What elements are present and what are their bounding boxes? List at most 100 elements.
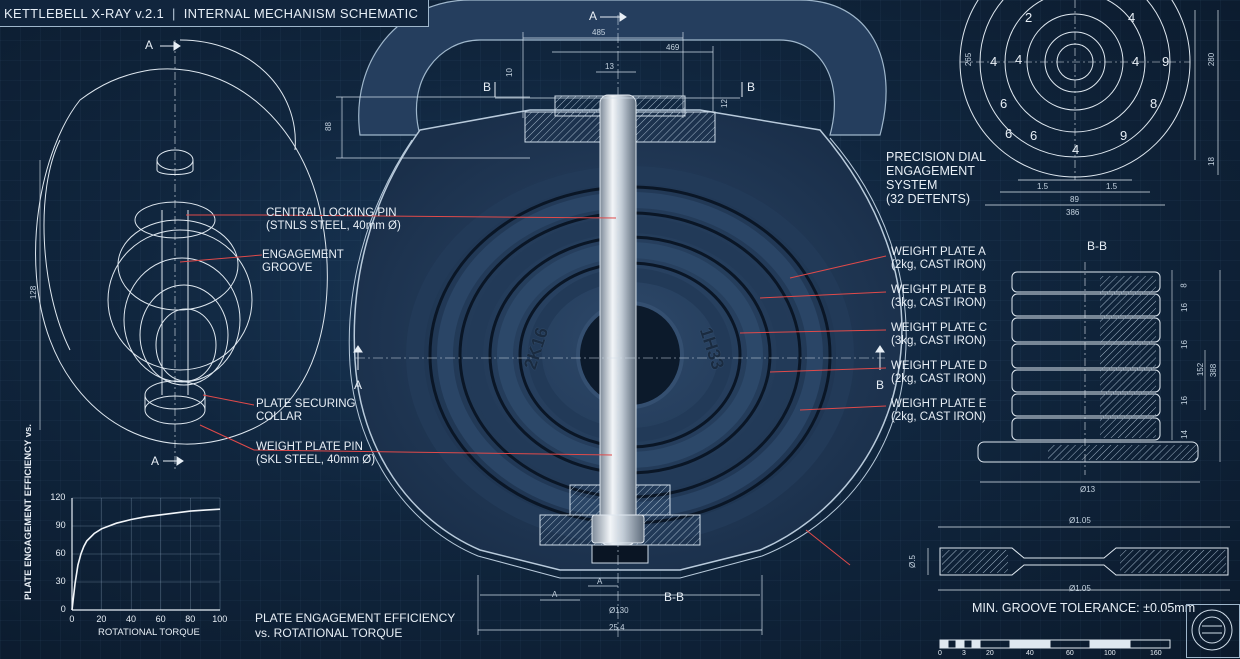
plate-b-title: WEIGHT PLATE B bbox=[891, 284, 987, 296]
callout-weight-plate-e: WEIGHT PLATE E (2kg, CAST IRON) bbox=[891, 398, 986, 424]
chart-y-tick-4: 120 bbox=[50, 492, 66, 502]
dim-15-b: 1.5 bbox=[1106, 182, 1118, 191]
plate-a-detail: (2kg, CAST IRON) bbox=[891, 259, 986, 271]
dim-105-a: Ø1.05 bbox=[1069, 516, 1091, 525]
section-marker-a-bottom-left: A bbox=[151, 454, 160, 468]
section-marker-a-mid-left: A bbox=[354, 378, 363, 392]
dim-105-b: Ø1.05 bbox=[1069, 584, 1091, 593]
callout-dial-line4: (32 DETENTS) bbox=[886, 192, 971, 206]
callout-weight-plate-a: WEIGHT PLATE A (2kg, CAST IRON) bbox=[891, 246, 986, 272]
callout-precision-dial: PRECISION DIAL ENGAGEMENT SYSTEM (32 DET… bbox=[886, 150, 986, 206]
dial-number-5: 9 bbox=[1162, 54, 1170, 69]
dial-number-4: 4 bbox=[1128, 10, 1136, 25]
plate-a-title: WEIGHT PLATE A bbox=[891, 246, 986, 258]
callout-engagement-groove: ENGAGEMENT GROOVE bbox=[262, 249, 344, 275]
dial-number-10: 6 bbox=[1030, 128, 1038, 143]
chart-y-tick-3: 90 bbox=[55, 520, 66, 530]
dial-number-2: 4 bbox=[1015, 52, 1023, 67]
header-title-bar: KETTLEBELL X-RAY v.2.1 | INTERNAL MECHAN… bbox=[0, 0, 430, 27]
bb-section-stack bbox=[977, 262, 1221, 483]
scale-tick-2: 20 bbox=[986, 650, 994, 657]
scale-tick-4: 60 bbox=[1066, 650, 1074, 657]
callout-groove-line1: ENGAGEMENT bbox=[262, 249, 344, 261]
callout-weight-plate-c: WEIGHT PLATE C (3kg, CAST IRON) bbox=[891, 322, 987, 348]
scale-tick-6: 160 bbox=[1150, 650, 1162, 657]
plate-c-detail: (3kg, CAST IRON) bbox=[891, 335, 986, 347]
plate-d-title: WEIGHT PLATE D bbox=[891, 360, 988, 372]
chart-y-tick-0: 0 bbox=[60, 604, 66, 614]
app-title: KETTLEBELL X-RAY v.2.1 bbox=[4, 5, 165, 21]
callout-central-pin-title: CENTRAL LOCKING PIN bbox=[266, 207, 397, 219]
callout-central-pin-detail: (STNLS STEEL, 40mm Ø) bbox=[266, 220, 401, 232]
chart-x-tick-2: 40 bbox=[126, 614, 137, 624]
callout-dial-line1: PRECISION DIAL bbox=[886, 150, 987, 164]
callout-dial-line3: SYSTEM bbox=[886, 178, 938, 192]
title-separator: | bbox=[172, 5, 176, 21]
section-marker-bb-bottom: B-B bbox=[664, 590, 685, 604]
chart-y-tick-1: 30 bbox=[55, 576, 66, 586]
callout-dial-line2: ENGAGEMENT bbox=[886, 164, 975, 178]
dial-number-1: 2 bbox=[1025, 10, 1033, 25]
callout-weight-pin-title: WEIGHT PLATE PIN bbox=[256, 441, 363, 453]
dim-469: 469 bbox=[666, 43, 680, 52]
chart-series-line-0 bbox=[71, 508, 221, 611]
scale-tick-0: 0 bbox=[938, 650, 942, 657]
callout-plate-securing-collar: PLATE SECURING COLLAR bbox=[256, 398, 355, 424]
callout-weight-pin-detail: (SKL STEEL, 40mm Ø) bbox=[256, 454, 376, 466]
precision-dial bbox=[959, 0, 1219, 206]
dim-a-left: A bbox=[552, 590, 558, 599]
scale-tick-3: 40 bbox=[1026, 650, 1034, 657]
chart-x-tick-0: 0 bbox=[69, 614, 75, 624]
chart-x-tick-1: 20 bbox=[96, 614, 107, 624]
scale-tick-1: 3 bbox=[962, 650, 966, 657]
chart-x-label: ROTATIONAL TORQUE bbox=[98, 627, 200, 638]
dim-13: 13 bbox=[605, 62, 614, 71]
scale-tick-5: 100 bbox=[1104, 650, 1116, 657]
dim-254: 25.4 bbox=[609, 623, 625, 632]
dial-number-9: 4 bbox=[1072, 142, 1080, 157]
chart-y-tick-2: 60 bbox=[55, 548, 66, 558]
logo-emblem bbox=[1191, 609, 1233, 651]
callout-collar-line2: COLLAR bbox=[256, 411, 303, 423]
app-subtitle: INTERNAL MECHANISM SCHEMATIC bbox=[183, 5, 419, 21]
dial-number-3: 4 bbox=[990, 54, 998, 69]
dial-number-12: 6 bbox=[1005, 126, 1013, 141]
chart-caption: PLATE ENGAGEMENT EFFICIENCY vs. ROTATION… bbox=[255, 611, 455, 641]
plate-d-detail: (2kg, CAST IRON) bbox=[891, 373, 986, 385]
dial-number-7: 8 bbox=[1150, 96, 1158, 111]
dial-number-11: 9 bbox=[1120, 128, 1128, 143]
section-title-bb: B-B bbox=[1087, 239, 1108, 253]
exploded-view bbox=[35, 39, 328, 470]
chart-y-label: PLATE ENGAGEMENT EFFICIENCY vs. bbox=[23, 424, 34, 600]
plate-b-detail: (3kg, CAST IRON) bbox=[891, 297, 986, 309]
chart-x-tick-5: 100 bbox=[212, 614, 228, 624]
dim-a-right: A bbox=[597, 577, 603, 586]
callout-weight-plate-d: WEIGHT PLATE D (2kg, CAST IRON) bbox=[891, 360, 987, 386]
section-marker-b-left: B bbox=[483, 80, 492, 94]
chart-caption-line1: PLATE ENGAGEMENT EFFICIENCY bbox=[255, 611, 456, 625]
groove-detail bbox=[927, 526, 1230, 591]
chart-caption-line2: vs. ROTATIONAL TORQUE bbox=[255, 626, 403, 640]
dim-15-a: 1.5 bbox=[1037, 182, 1049, 191]
section-marker-a-top-left: A bbox=[145, 38, 154, 52]
dial-number-6: 4 bbox=[1132, 54, 1140, 69]
dial-number-8: 6 bbox=[1000, 96, 1008, 111]
callout-weight-plate-pin: WEIGHT PLATE PIN (SKL STEEL, 40mm Ø) bbox=[256, 441, 375, 467]
dim-013: Ø13 bbox=[1080, 485, 1096, 494]
callout-weight-plate-b: WEIGHT PLATE B (3kg, CAST IRON) bbox=[891, 284, 986, 310]
dim-89: 89 bbox=[1070, 195, 1079, 204]
dim-485: 485 bbox=[592, 28, 606, 37]
section-marker-b-right: B bbox=[747, 80, 756, 94]
plate-e-title: WEIGHT PLATE E bbox=[891, 398, 987, 410]
dim-386: 386 bbox=[1066, 208, 1080, 217]
section-marker-b-mid-right: B bbox=[876, 378, 885, 392]
callout-collar-line1: PLATE SECURING bbox=[256, 398, 356, 410]
callout-central-locking-pin: CENTRAL LOCKING PIN (STNLS STEEL, 40mm Ø… bbox=[266, 207, 401, 233]
chart-x-tick-4: 80 bbox=[185, 614, 196, 624]
scale-bar bbox=[939, 639, 1171, 649]
plate-c-title: WEIGHT PLATE C bbox=[891, 322, 988, 334]
plate-e-detail: (2kg, CAST IRON) bbox=[891, 411, 986, 423]
